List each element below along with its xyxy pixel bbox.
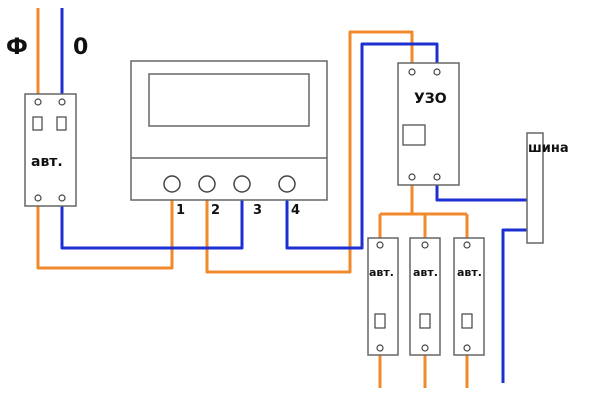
neutral-bus-output [501, 228, 527, 383]
branch-breaker-bottom-terminal [463, 344, 471, 352]
main-breaker-bottom-terminal-2 [58, 194, 66, 202]
meter-terminal-3 [233, 175, 251, 193]
branch-breaker-3: авт. [453, 237, 485, 356]
main-breaker-top-terminal-2 [58, 98, 66, 106]
main-breaker: авт. [24, 93, 77, 207]
rcd-bottom-terminal-1 [408, 173, 416, 181]
neutral-main-breaker-to-meter-3 [60, 188, 244, 250]
rcd-bottom-terminal-2 [433, 173, 441, 181]
breaker-switch-icon [374, 313, 386, 329]
neutral-meter-4-to-rcd [285, 42, 439, 250]
rcd-top-terminal-2 [433, 68, 441, 76]
phase-wires [36, 8, 469, 388]
branch-breaker-body [453, 237, 485, 356]
meter-terminal-4 [278, 175, 296, 193]
breaker-switch-icon [461, 313, 473, 329]
rcd-top-terminal-1 [408, 68, 416, 76]
meter-terminal-label-1: 1 [176, 203, 185, 218]
rcd-device: УЗО [397, 62, 460, 186]
rcd-body [397, 62, 460, 186]
meter-terminal-label-2: 2 [211, 203, 220, 218]
branch-breaker-1: авт. [367, 237, 399, 356]
meter-display-icon [148, 73, 310, 127]
rcd-label: УЗО [414, 91, 447, 107]
breaker-switch-icon [56, 116, 67, 131]
branch-breaker-top-terminal [421, 241, 429, 249]
breaker-switch-icon [32, 116, 43, 131]
branch-breaker-top-terminal [376, 241, 384, 249]
meter-terminal-label-4: 4 [291, 203, 300, 218]
meter-terminal-2 [198, 175, 216, 193]
meter-terminal-1 [163, 175, 181, 193]
neutral-input-label: 0 [73, 35, 88, 60]
electric-meter: 1 2 3 4 [130, 60, 328, 218]
branch-breaker-label: авт. [413, 266, 438, 279]
branch-breaker-label: авт. [457, 266, 482, 279]
rcd-test-button-icon [402, 124, 426, 146]
bus-label: шина [528, 141, 569, 156]
branch-breaker-body [409, 237, 441, 356]
main-breaker-body [24, 93, 77, 207]
meter-terminal-label-3: 3 [253, 203, 262, 218]
neutral-bus: шина [526, 132, 569, 244]
phase-input-label: Ф [6, 35, 28, 60]
branch-breaker-bottom-terminal [421, 344, 429, 352]
branch-breaker-2: авт. [409, 237, 441, 356]
neutral-rcd-to-bus [435, 180, 527, 202]
main-breaker-bottom-terminal-1 [34, 194, 42, 202]
bus-bar [526, 132, 544, 244]
branch-breaker-bottom-terminal [376, 344, 384, 352]
phase-main-breaker-to-meter-1 [36, 188, 174, 270]
branch-breaker-body [367, 237, 399, 356]
neutral-wires [60, 8, 527, 383]
main-breaker-top-terminal-1 [34, 98, 42, 106]
phase-meter-2-to-rcd [205, 30, 414, 274]
branch-breaker-top-terminal [463, 241, 471, 249]
breaker-switch-icon [419, 313, 431, 329]
main-breaker-label: авт. [31, 154, 63, 170]
branch-breaker-label: авт. [369, 266, 394, 279]
